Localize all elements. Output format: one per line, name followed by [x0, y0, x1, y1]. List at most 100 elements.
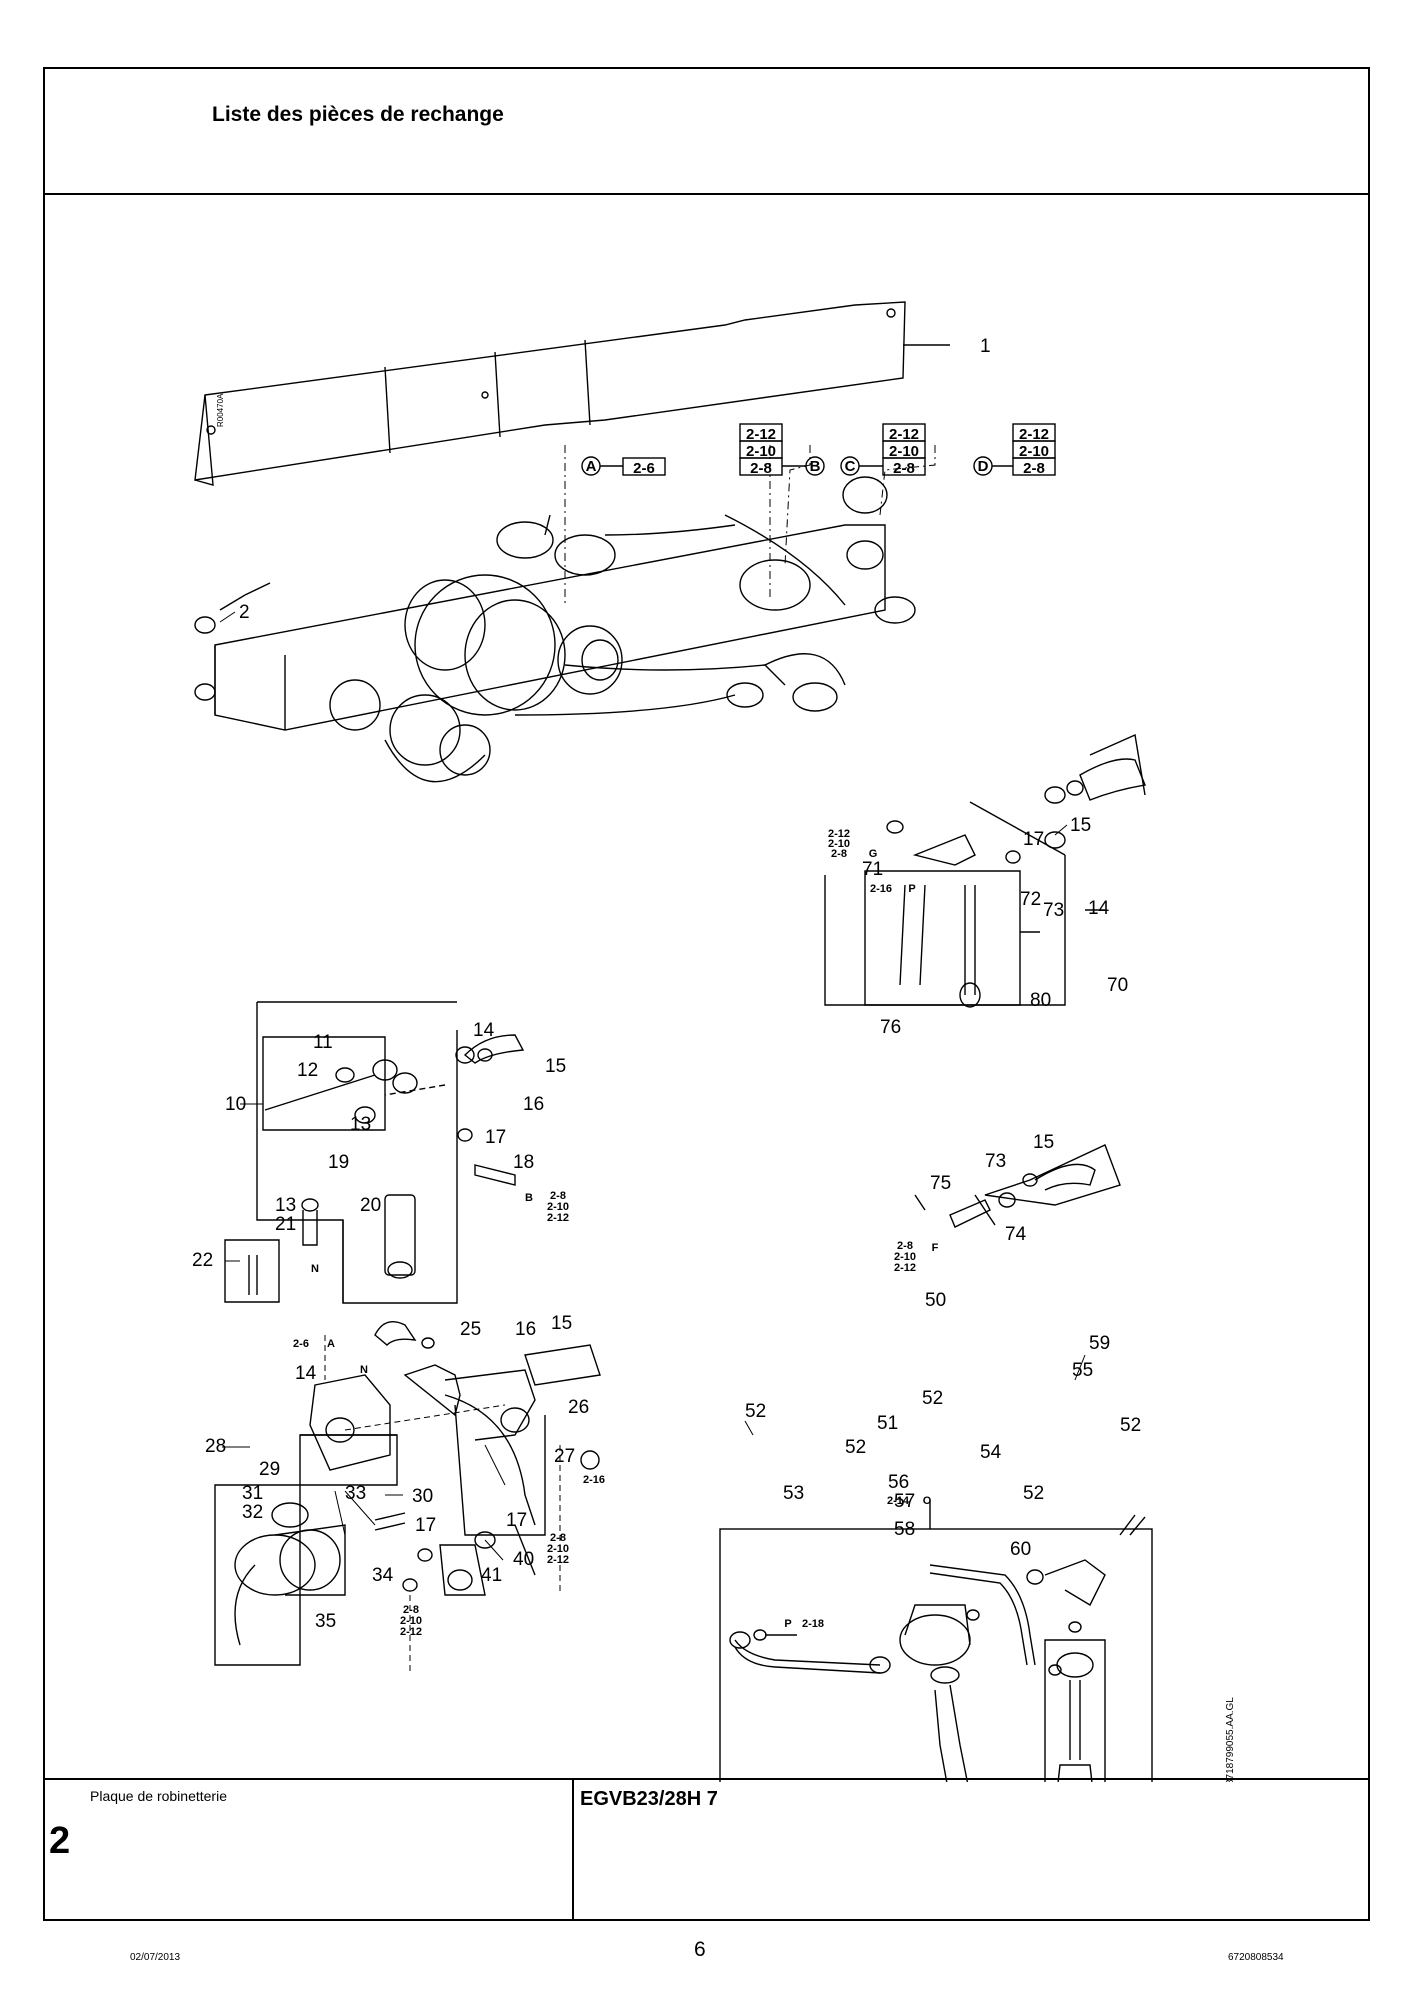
callout-52: 52: [1023, 1483, 1044, 1504]
callout-14: 14: [295, 1363, 317, 1384]
ref-2-12: 2-12: [894, 1262, 916, 1274]
ref-2-12: 2-12: [547, 1212, 569, 1224]
callout-14: 14: [473, 1020, 495, 1041]
callout-50: 50: [925, 1290, 946, 1311]
ref-2-12: 2-12: [547, 1554, 569, 1566]
page-number: 6: [694, 1938, 706, 1961]
callout-29: 29: [259, 1459, 280, 1480]
callout-11: 11: [313, 1032, 333, 1053]
callout-32: 32: [242, 1502, 263, 1523]
section-caption: Plaque de robinetterie: [90, 1788, 227, 1804]
page-title: Liste des pièces de rechange: [212, 103, 504, 126]
callout-76: 76: [880, 1017, 901, 1038]
ref-2-10: 2-10: [828, 838, 850, 850]
ref-2-8: 2-8: [831, 848, 847, 860]
parts-diagram: 2-12 2-10 2-8 2-12 2-10 2-8 2-12 2-10 2-…: [192, 301, 1236, 1886]
ref-2-14: 2-14: [887, 1495, 910, 1507]
ref-2-8: 2-8: [893, 460, 915, 477]
callout-35: 35: [315, 1611, 336, 1632]
callout-12: 12: [297, 1060, 318, 1081]
drawing-code: R00470A: [216, 393, 225, 427]
callout-19: 19: [328, 1152, 349, 1173]
exploded-parts-drawing: 2-12 2-10 2-8 2-12 2-10 2-8 2-12 2-10 2-…: [45, 195, 1368, 1886]
ref-2-12: 2-12: [746, 426, 776, 443]
callout-33: 33: [345, 1483, 366, 1504]
callout-15: 15: [551, 1313, 572, 1334]
callout-72: 72: [1020, 889, 1041, 910]
ref-P: P: [908, 883, 915, 895]
ref-2-16: 2-16: [870, 883, 892, 895]
ref-2-8: 2-8: [550, 1532, 566, 1544]
sheet-header: Liste des pièces de rechange: [45, 69, 1368, 195]
hydraulic-block-assembly: [194, 476, 916, 783]
ref-O: O: [923, 1495, 932, 1507]
callout-16: 16: [523, 1094, 544, 1115]
group-10-box: [256, 1001, 525, 1304]
callout-52: 52: [1120, 1415, 1141, 1436]
ref-2-10: 2-10: [889, 443, 919, 460]
callout-25: 25: [460, 1319, 481, 1340]
ref-2-6: 2-6: [633, 460, 655, 477]
callout-59: 59: [1089, 1333, 1110, 1354]
print-date: 02/07/2013: [130, 1952, 181, 1963]
ref-N: N: [360, 1364, 368, 1376]
ref-2-12: 2-12: [889, 426, 919, 443]
ref-A: A: [586, 458, 597, 475]
ref-2-10: 2-10: [746, 443, 776, 460]
callout-52: 52: [745, 1401, 766, 1422]
callout-2: 2: [239, 602, 250, 623]
callout-21: 21: [275, 1214, 296, 1235]
ref-P: P: [784, 1618, 791, 1630]
group-70-box: [824, 733, 1146, 1008]
ref-2-10: 2-10: [547, 1543, 569, 1555]
ref-2-10: 2-10: [547, 1201, 569, 1213]
chapter-number: 2: [49, 1820, 71, 1862]
callout-27: 27: [554, 1446, 575, 1467]
callout-26: 26: [568, 1397, 589, 1418]
ref-2-8: 2-8: [897, 1240, 913, 1252]
ref-2-8: 2-8: [750, 460, 772, 477]
callout-58: 58: [894, 1519, 915, 1540]
callout-70: 70: [1107, 975, 1128, 996]
callout-1: 1: [980, 336, 991, 357]
ref-2-18: 2-18: [802, 1618, 824, 1630]
callout-73: 73: [985, 1151, 1006, 1172]
ref-2-12: 2-12: [400, 1626, 422, 1638]
pump-assembly: [214, 1321, 601, 1666]
callout-56: 56: [888, 1472, 909, 1493]
ref-2-16: 2-16: [583, 1474, 605, 1486]
spare-parts-sheet: Liste des pièces de rechange: [43, 67, 1370, 1921]
callout-17: 17: [485, 1127, 506, 1148]
mounting-rail: [194, 301, 906, 486]
callout-71: 71: [862, 859, 883, 880]
callout-16: 16: [515, 1319, 536, 1340]
callout-51: 51: [877, 1413, 898, 1434]
ref-N: N: [311, 1263, 319, 1275]
ref-D: D: [978, 458, 989, 475]
ref-2-8: 2-8: [1023, 460, 1045, 477]
callout-52: 52: [922, 1388, 943, 1409]
part-22-box: [224, 1239, 280, 1303]
ref-C: C: [845, 458, 856, 475]
footer-divider: [572, 1780, 574, 1919]
callout-20: 20: [360, 1195, 381, 1216]
callout-52: 52: [845, 1437, 866, 1458]
ref-2-12: 2-12: [828, 828, 850, 840]
callout-55: 55: [1072, 1360, 1093, 1381]
callout-28: 28: [205, 1436, 226, 1457]
sheet-footer: Plaque de robinetterie 2 EGVB23/28H 7: [45, 1778, 1368, 1919]
callout-73: 73: [1043, 900, 1064, 921]
callout-41: 41: [481, 1565, 502, 1586]
callout-40: 40: [513, 1549, 534, 1570]
callout-57: 57: [894, 1491, 915, 1512]
ref-2-8: 2-8: [550, 1190, 566, 1202]
ref-A: A: [327, 1338, 335, 1350]
callout-34: 34: [372, 1565, 394, 1586]
callout-75: 75: [930, 1173, 951, 1194]
callout-60: 60: [1010, 1539, 1031, 1560]
callout-13: 13: [275, 1195, 296, 1216]
callout-80: 80: [1030, 990, 1051, 1011]
ref-G: G: [869, 848, 878, 860]
ref-B: B: [525, 1192, 533, 1204]
callout-74: 74: [1005, 1224, 1027, 1245]
